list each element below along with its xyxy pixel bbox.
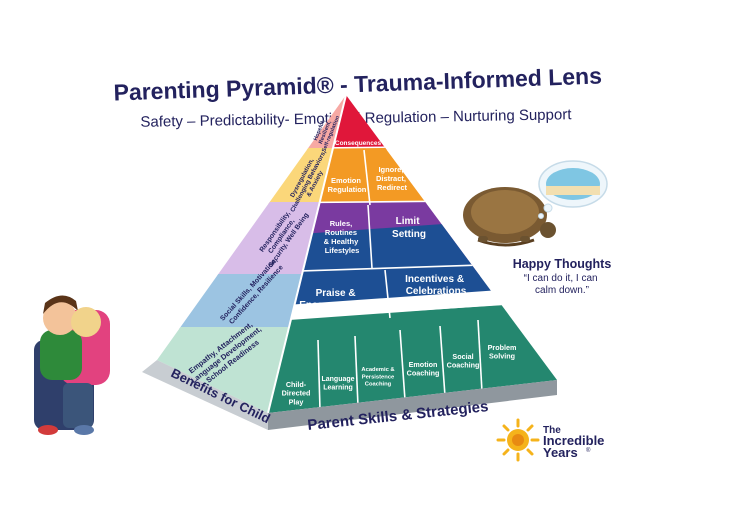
label-ignore-distract-redirect: Ignore, Distract, Redirect xyxy=(376,165,408,192)
logo-mark: ® xyxy=(586,447,591,454)
thought-bubble xyxy=(538,160,608,219)
label-limit-setting: Limit Setting xyxy=(392,216,426,240)
happy-thoughts-quote: “I can do it, I can calm down.” xyxy=(524,273,601,296)
pyramid-edge xyxy=(267,94,347,414)
base-left xyxy=(142,360,268,430)
incredible-years-logo: The Incredible Years ® xyxy=(496,418,604,462)
happy-thoughts-title: Happy Thoughts xyxy=(513,257,612,271)
band-teal xyxy=(268,300,557,413)
label-rules-routines: Rules, Routines & Healthy Lifestyles xyxy=(324,219,361,255)
logo-line3: Years xyxy=(543,445,578,460)
logo-line1: The xyxy=(543,425,561,436)
label-emotion-regulation: Emotion Regulation xyxy=(328,176,367,194)
label-consequences: Consequences xyxy=(335,140,382,147)
sun-icon xyxy=(496,418,540,462)
logo-line2: Incredible xyxy=(543,433,604,448)
turtle-illustration xyxy=(463,187,556,247)
children-hugging-illustration xyxy=(34,295,110,435)
label-praise-encouragement: Praise & Encouragement xyxy=(299,288,375,311)
base-front xyxy=(268,380,557,430)
label-incentives-celebrations: Incentives & Celebrations xyxy=(405,274,467,297)
page-title: Parenting Pyramid® - Trauma-Informed Len… xyxy=(113,62,602,105)
